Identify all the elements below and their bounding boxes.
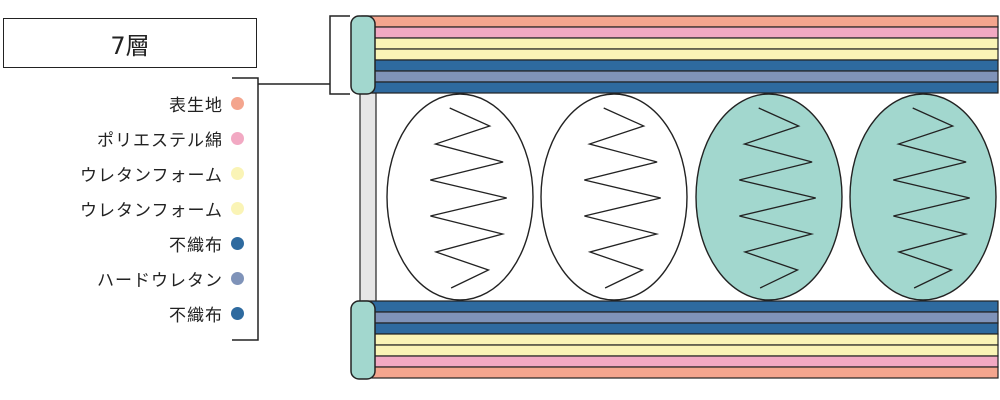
bottom-side-cap [350,300,376,380]
layer-count-title: 7層 [3,18,257,68]
legend-color-dot [231,166,244,180]
mattress-side-strip [359,92,377,304]
layer-legend: 表生地ポリエステル綿ウレタンフォームウレタンフォーム不織布ハードウレタン不織布 [0,88,262,348]
bottom-layer-band [361,300,999,313]
legend-color-dot [231,306,244,320]
legend-row: ウレタンフォーム [80,158,244,188]
legend-color-dot [231,236,244,250]
legend-color-dot [231,96,244,110]
legend-label: 不織布 [169,235,223,256]
top-side-cap [350,15,376,95]
top-layer-band [361,37,999,50]
spring-coil [430,107,507,289]
spring-pocket [849,93,997,301]
bottom-layer-band [361,344,999,357]
spring-coil [893,107,970,289]
top-layer-stack [361,15,999,94]
legend-color-dot [231,201,244,215]
legend-label: ポリエステル綿 [97,130,223,151]
legend-bracket [232,77,259,341]
bottom-layer-band [361,333,999,346]
legend-color-dot [231,131,244,145]
legend-row: 不織布 [169,298,244,328]
top-layer-band [361,48,999,61]
pocket-springs [386,93,997,301]
legend-color-dot [231,271,244,285]
spring-coil [584,107,661,289]
spring-pocket [540,93,688,301]
top-stack-bracket [329,15,350,95]
spring-pocket [386,93,534,301]
legend-label: 不織布 [169,305,223,326]
legend-label: ウレタンフォーム [80,200,223,221]
top-layer-band [361,26,999,39]
spring-coil [739,107,816,289]
top-layer-band [361,59,999,72]
legend-label: ウレタンフォーム [80,165,223,186]
bottom-layer-stack [361,300,999,379]
legend-row: ポリエステル綿 [97,123,244,153]
spring-pocket [695,93,843,301]
bottom-layer-band [361,355,999,368]
top-layer-band [361,70,999,83]
legend-label: 表生地 [169,95,223,116]
top-layer-band [361,81,999,94]
legend-label: ハードウレタン [97,270,223,291]
legend-row: ウレタンフォーム [80,193,244,223]
legend-row: 不織布 [169,228,244,258]
bottom-layer-band [361,311,999,324]
legend-row: ハードウレタン [97,263,244,293]
bottom-layer-band [361,322,999,335]
legend-row: 表生地 [169,88,244,118]
top-layer-band [361,15,999,28]
bottom-layer-band [361,366,999,379]
